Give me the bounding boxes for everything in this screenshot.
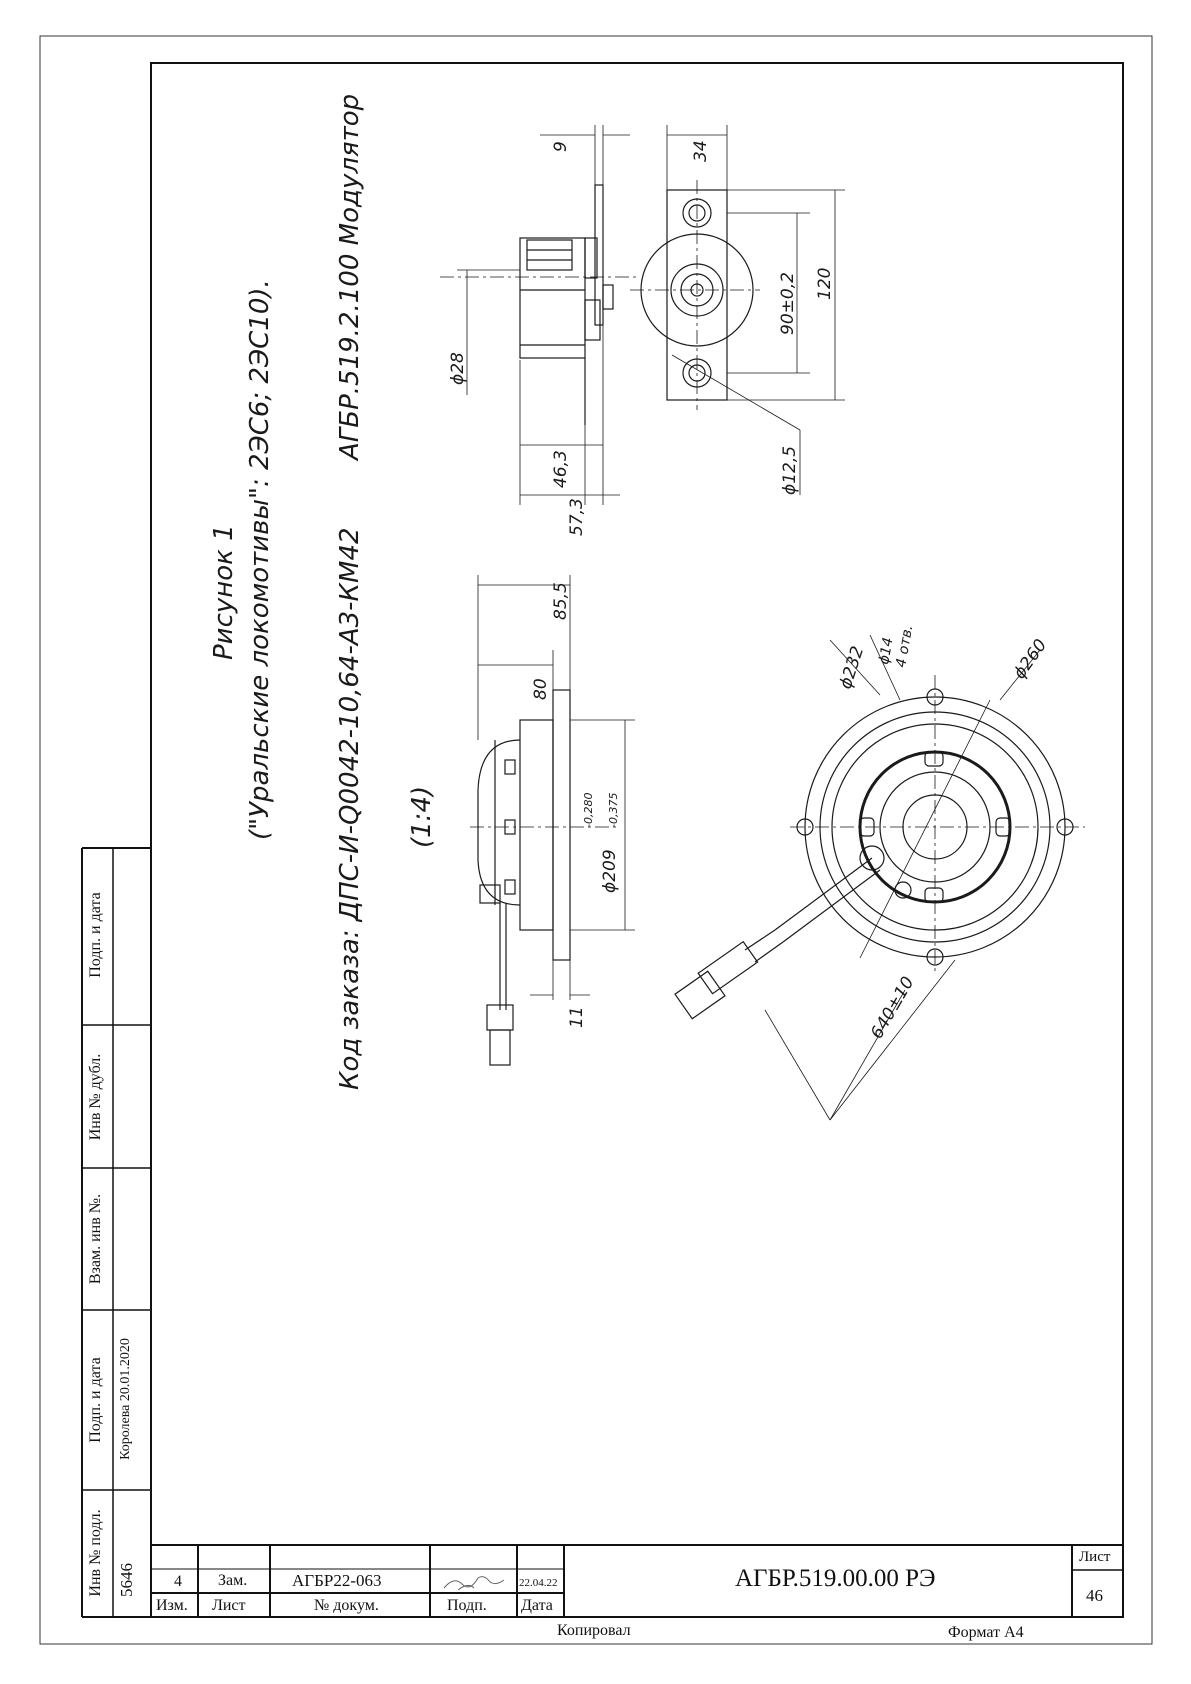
inv-podl-value: 5646 [117, 1563, 136, 1597]
dim-12-5: ϕ12,5 [780, 446, 800, 495]
dim-640: 640±10 [867, 973, 918, 1042]
order-code: Код заказа: ДПС-И-Q0042-10,64-А3-КМ42 [335, 527, 365, 1090]
sensor-front-view [674, 634, 1085, 1121]
scale-text: (1:4) [407, 786, 437, 848]
dim-209: ϕ209 [600, 849, 620, 893]
modulator-side-view [440, 184, 640, 425]
podp-data-bottom-label: Подп. и дата [87, 1357, 104, 1443]
dim-209-upper: -0,280 [582, 793, 595, 828]
customer-text: ("Уральские локомотивы": 2ЭС6; 2ЭС10). [245, 279, 275, 840]
signature [443, 1576, 505, 1591]
document-designation: АГБР.519.00.00 РЭ [735, 1565, 936, 1592]
dim-232: ϕ232 [836, 644, 869, 692]
date-value: 22.04.22 [519, 1577, 558, 1589]
dim-57-3: 57,3 [567, 498, 587, 536]
format-label: Формат А4 [948, 1624, 1024, 1641]
podp-data-top-label: Подп. и дата [87, 892, 104, 978]
dim-90: 90±0,2 [778, 272, 798, 335]
izm-value: 4 [174, 1573, 182, 1590]
sensor-side-view [470, 689, 620, 1066]
sheet-label: Лист [1079, 1549, 1111, 1565]
dim-80: 80 [531, 678, 551, 700]
dim-85-5: 85,5 [551, 582, 571, 620]
podp-header: Подп. [447, 1597, 487, 1614]
dim-46-3: 46,3 [551, 450, 571, 488]
dim-209-lower: -0,375 [607, 793, 620, 828]
izm-header: Изм. [156, 1597, 188, 1614]
dim-120: 120 [815, 268, 835, 300]
copied-label: Копировал [557, 1622, 631, 1639]
docum-header: № докум. [314, 1597, 379, 1614]
figure-title: Рисунок 1 [209, 524, 239, 660]
dim-holes: 4 отв. [893, 624, 916, 669]
dim-260: ϕ260 [1010, 636, 1051, 683]
data-header: Дата [521, 1597, 553, 1614]
dim-11: 11 [567, 1006, 587, 1028]
sheet-number: 46 [1086, 1586, 1103, 1605]
list-header: Лист [212, 1597, 246, 1614]
dim-34: 34 [691, 140, 711, 162]
inv-podl-label: Инв № подл. [87, 1509, 104, 1597]
dim-14: ϕ14 [876, 636, 896, 665]
podp-value: Королева 20.01.2020 [118, 1338, 133, 1460]
list-value: Зам. [218, 1572, 248, 1589]
part-name: АГБР.519.2.100 Модулятор [335, 94, 365, 462]
dim-28: ϕ28 [448, 352, 468, 385]
vzam-inv-label: Взам. инв №. [87, 1193, 104, 1285]
inv-dubl-label: Инв № дубл. [87, 1053, 104, 1141]
docum-value: АГБР22-063 [292, 1571, 382, 1590]
modulator-front-view [630, 180, 760, 410]
dim-9: 9 [551, 141, 571, 152]
